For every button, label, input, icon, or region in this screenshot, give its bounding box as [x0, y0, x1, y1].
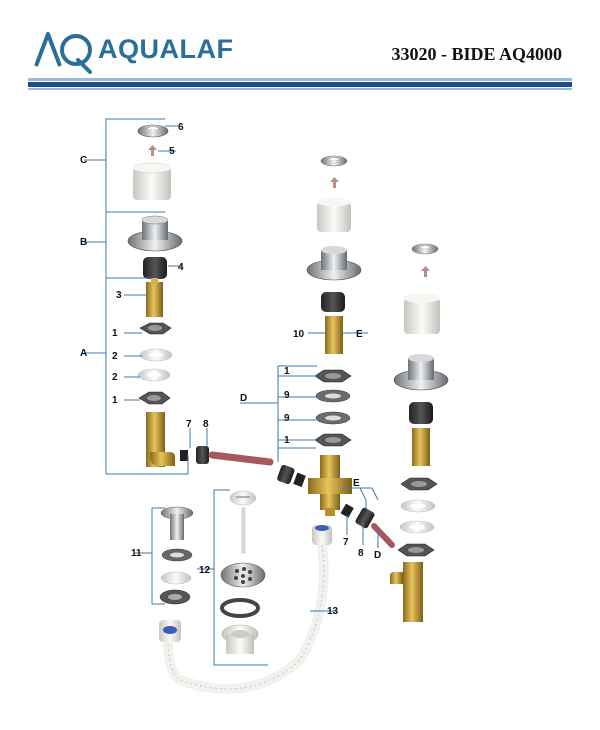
- header-band-main: [28, 82, 572, 87]
- callout-6: 6: [178, 122, 184, 133]
- nut-8a: [196, 446, 209, 464]
- group-d: D: [240, 393, 247, 404]
- callout-7b: 7: [343, 537, 349, 548]
- callout-1c: 1: [284, 366, 290, 377]
- callout-labels: 6 5 4 3 1 2 2 1 7 8 10 1 9 9 1 7 8 11 12…: [80, 122, 381, 617]
- callout-1d: 1: [284, 435, 290, 446]
- group-e2: E: [353, 478, 360, 489]
- middle-valve-assembly: [277, 155, 375, 529]
- olive-7a: [180, 450, 188, 461]
- handle-cap-notch: [145, 126, 161, 130]
- callout-8b: 8: [358, 548, 364, 559]
- mid-olive-7b: [340, 503, 354, 518]
- handle-screw: [151, 148, 154, 156]
- group-d2: D: [374, 550, 381, 561]
- group-a: A: [80, 348, 87, 359]
- group-c: C: [80, 155, 87, 166]
- nut-1a-hole: [148, 325, 162, 331]
- hose-right: [371, 523, 395, 548]
- handle-cap: [137, 124, 169, 138]
- handle-screw-head: [148, 145, 157, 150]
- nut-1b-hole: [147, 395, 161, 401]
- escutcheon-sleeve: [142, 220, 168, 240]
- washer-2a-hole: [149, 352, 163, 358]
- handle-knob: [133, 168, 171, 200]
- callout-2b: 2: [112, 372, 118, 383]
- callout-12: 12: [199, 565, 211, 576]
- group-b: B: [80, 237, 87, 248]
- right-brass-cartridge: [412, 428, 430, 466]
- tee-outlet: [325, 508, 335, 516]
- callout-7a: 7: [186, 419, 192, 430]
- bracket-11: [151, 507, 165, 605]
- page-header: AQUALAF 33020 - BIDE AQ4000: [0, 0, 600, 100]
- left-valve-assembly: [127, 124, 209, 467]
- header-band-bottom: [28, 88, 572, 90]
- callout-3: 3: [116, 290, 122, 301]
- brand-name: AQUALAF: [98, 34, 234, 64]
- mid-brass-cartridge: [325, 316, 343, 354]
- bracket-d: [240, 402, 279, 462]
- mid-rubber-cap: [321, 292, 345, 312]
- callout-13: 13: [327, 606, 339, 617]
- callout-1b: 1: [112, 395, 118, 406]
- callout-9a: 9: [284, 390, 290, 401]
- mid-nut-8b: [355, 507, 375, 529]
- mid-handle-screw: [333, 180, 336, 188]
- callout-4: 4: [178, 262, 184, 273]
- callout-9b: 9: [284, 413, 290, 424]
- callout-11: 11: [131, 548, 142, 559]
- bracket-c: [105, 118, 165, 213]
- brass-valve-elbow: [150, 452, 175, 466]
- rubber-cap: [143, 257, 167, 279]
- bracket-12: [213, 489, 268, 666]
- tee-body-horizontal: [308, 478, 352, 494]
- callout-5: 5: [169, 146, 175, 157]
- mid-nut-left: [277, 464, 295, 485]
- page-title: 33020 - BIDE AQ4000: [391, 44, 562, 64]
- bracket-a: [105, 278, 189, 475]
- callout-10: 10: [293, 329, 305, 340]
- right-handle-knob: [404, 298, 440, 334]
- hose-left: [208, 451, 274, 466]
- group-e: E: [356, 329, 363, 340]
- callout-8a: 8: [203, 419, 209, 430]
- mid-handle-cap: [320, 155, 348, 167]
- header-band-top: [28, 78, 572, 81]
- mid-olive-left: [293, 472, 306, 488]
- aqualaf-logo-icon: [34, 32, 92, 74]
- washer-2b-hole: [147, 372, 161, 378]
- waste-assembly-11: [159, 506, 194, 605]
- bracket-e: [342, 487, 367, 508]
- mid-handle-knob: [317, 202, 351, 232]
- waste-assembly-12: [220, 490, 266, 654]
- right-valve-assembly: [390, 243, 449, 622]
- escutcheon-top: [141, 215, 169, 225]
- cartridge-stem: [151, 278, 158, 284]
- callout-1a: 1: [112, 328, 118, 339]
- handle-knob-top: [132, 162, 172, 174]
- leader-lines: [84, 118, 379, 666]
- right-brass-valve-body: [403, 562, 423, 622]
- brass-cartridge: [146, 282, 163, 317]
- callout-2a: 2: [112, 351, 118, 362]
